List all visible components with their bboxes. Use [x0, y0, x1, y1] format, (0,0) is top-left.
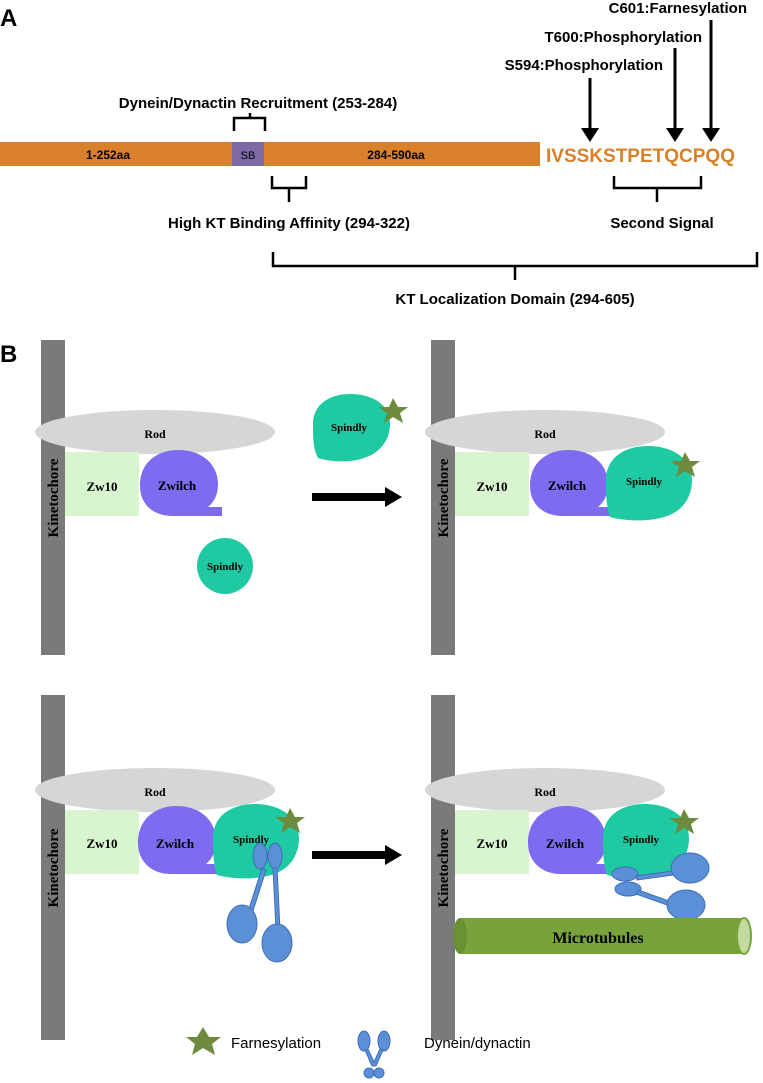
panel-a: A C601:Farnesylation T600:Phosphorylatio…	[0, 0, 759, 308]
zwilch	[530, 450, 612, 516]
kt-localization-bracket	[271, 252, 759, 280]
kinetochore-label: Kinetochore	[46, 828, 62, 907]
c-terminal-sequence: IVSSKSTPETQCPQQ	[546, 146, 735, 167]
rod	[35, 410, 275, 454]
kinetochore-bar	[431, 340, 455, 655]
high-kt-binding-label: High KT Binding Affinity (294-322)	[168, 215, 410, 232]
s594-label: S594:Phosphorylation	[505, 57, 663, 74]
rod	[425, 768, 665, 812]
kt-localization-label: KT Localization Domain (294-605)	[395, 291, 634, 308]
microtubules-left-end	[453, 918, 467, 954]
legend: Farnesylation Dynein/dynactin	[186, 1027, 531, 1079]
zwilch-label: Zwilch	[546, 836, 585, 851]
star-icon	[275, 808, 305, 833]
legend-farnesylation-label: Farnesylation	[231, 1035, 321, 1052]
zw10	[65, 810, 139, 874]
zwilch-label: Zwilch	[156, 836, 195, 851]
kinetochore-bar	[41, 340, 65, 655]
star-icon	[669, 809, 699, 834]
protein-bar	[0, 142, 540, 166]
second-signal-bracket	[612, 176, 703, 202]
star-icon	[186, 1027, 221, 1055]
second-signal-label: Second Signal	[610, 215, 713, 232]
sb-label: SB	[241, 150, 256, 162]
sb-domain	[232, 142, 264, 166]
kinetochore-bar	[431, 695, 455, 1040]
diagram-bottom-left: Kinetochore Rod Zw10 Zwilch Spindly	[35, 695, 305, 1040]
c601-arrowhead	[702, 128, 720, 142]
kinetochore-label: Kinetochore	[46, 458, 62, 537]
spindly	[606, 446, 692, 521]
zw10	[455, 452, 529, 516]
rod-label: Rod	[144, 785, 166, 799]
microtubules-label: Microtubules	[552, 930, 643, 947]
dynein-dynactin	[226, 842, 293, 963]
zwilch-label: Zwilch	[548, 478, 587, 493]
kinetochore-bar	[41, 695, 65, 1040]
c601-label: C601:Farnesylation	[609, 0, 747, 17]
dynein-recruitment-label: Dynein/Dynactin Recruitment (253-284)	[119, 95, 397, 112]
rod-label: Rod	[144, 427, 166, 441]
rod	[35, 768, 275, 812]
zwilch	[528, 806, 610, 874]
spindly	[197, 538, 253, 594]
spindly-label: Spindly	[626, 476, 663, 488]
segment-1-252-label: 1-252aa	[86, 148, 130, 162]
panel-a-label: A	[0, 5, 17, 32]
arrow-right-icon	[385, 487, 402, 507]
spindly-farnesylated	[313, 394, 390, 462]
arrow-right-icon	[385, 845, 402, 865]
s594-arrowhead	[581, 128, 599, 142]
arrow-shaft	[312, 493, 386, 501]
spindly-label: Spindly	[331, 422, 368, 434]
diagram-top-left: Kinetochore Rod Zw10 Zwilch Spindly	[35, 340, 275, 655]
high-kt-binding-bracket	[270, 176, 308, 202]
diagram-bottom-right: Kinetochore Rod Zw10 Zwilch Spindly Micr…	[425, 695, 752, 1040]
microtubules	[460, 918, 744, 954]
kinetochore-label: Kinetochore	[436, 828, 452, 907]
zw10-label: Zw10	[476, 836, 507, 851]
zw10	[65, 452, 139, 516]
zw10-label: Zw10	[86, 836, 117, 851]
dynein-recruitment-bracket	[232, 113, 267, 131]
rod-label: Rod	[534, 427, 556, 441]
zw10	[455, 810, 529, 874]
zw10-label: Zw10	[476, 479, 507, 494]
kinetochore-label: Kinetochore	[436, 458, 452, 537]
zwilch	[140, 450, 222, 516]
t600-arrowhead	[666, 128, 684, 142]
star-icon	[378, 398, 408, 423]
dynein-icon	[357, 1030, 391, 1079]
segment-284-590-label: 284-590aa	[367, 148, 425, 162]
arrow-shaft	[312, 851, 386, 859]
zwilch-label: Zwilch	[158, 478, 197, 493]
spindly-label: Spindly	[233, 834, 270, 846]
t600-label: T600:Phosphorylation	[544, 29, 702, 46]
spindly-label: Spindly	[623, 834, 660, 846]
microtubules-right-end	[736, 917, 752, 955]
diagram-top-right: Kinetochore Rod Zw10 Zwilch Spindly	[425, 340, 700, 655]
panel-b: B Kinetochore Rod Zw10 Zwilch Spindly Sp…	[0, 340, 752, 1040]
spindly	[603, 804, 689, 879]
zwilch	[138, 806, 220, 874]
rod	[425, 410, 665, 454]
legend-dynein-label: Dynein/dynactin	[424, 1035, 531, 1052]
panel-b-label: B	[0, 341, 17, 368]
zw10-label: Zw10	[86, 479, 117, 494]
spindly-label: Spindly	[207, 561, 244, 573]
star-icon	[670, 452, 700, 477]
rod-label: Rod	[534, 785, 556, 799]
